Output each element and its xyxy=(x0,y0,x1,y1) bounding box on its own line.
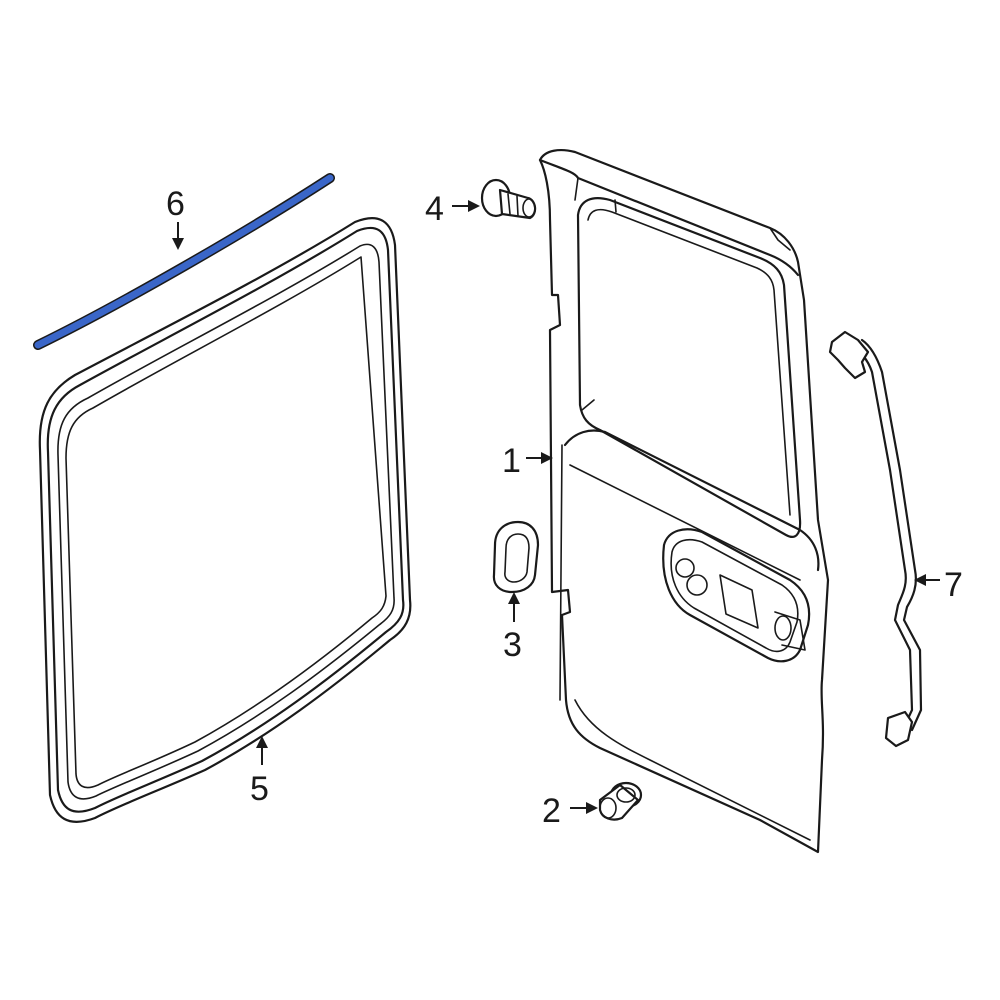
part-7-lock-rod[interactable] xyxy=(828,330,923,748)
callout-6[interactable]: 6 xyxy=(166,185,185,223)
part-1-door-panel[interactable] xyxy=(538,149,830,854)
callout-3[interactable]: 3 xyxy=(503,626,522,664)
part-4-fastener[interactable] xyxy=(480,178,537,220)
part-5-door-seal[interactable] xyxy=(38,217,412,823)
callout-4[interactable]: 4 xyxy=(425,190,444,228)
callout-labels: 6 5 4 1 3 2 7 xyxy=(166,185,963,830)
part-2-bushing[interactable] xyxy=(598,781,643,821)
callout-5[interactable]: 5 xyxy=(250,770,269,808)
callout-1[interactable]: 1 xyxy=(502,442,521,480)
part-6-weatherstrip[interactable] xyxy=(33,173,335,350)
callout-arrows xyxy=(172,200,940,814)
callout-7[interactable]: 7 xyxy=(944,566,963,604)
callout-2[interactable]: 2 xyxy=(542,792,561,830)
part-3-grommet[interactable] xyxy=(492,520,540,594)
